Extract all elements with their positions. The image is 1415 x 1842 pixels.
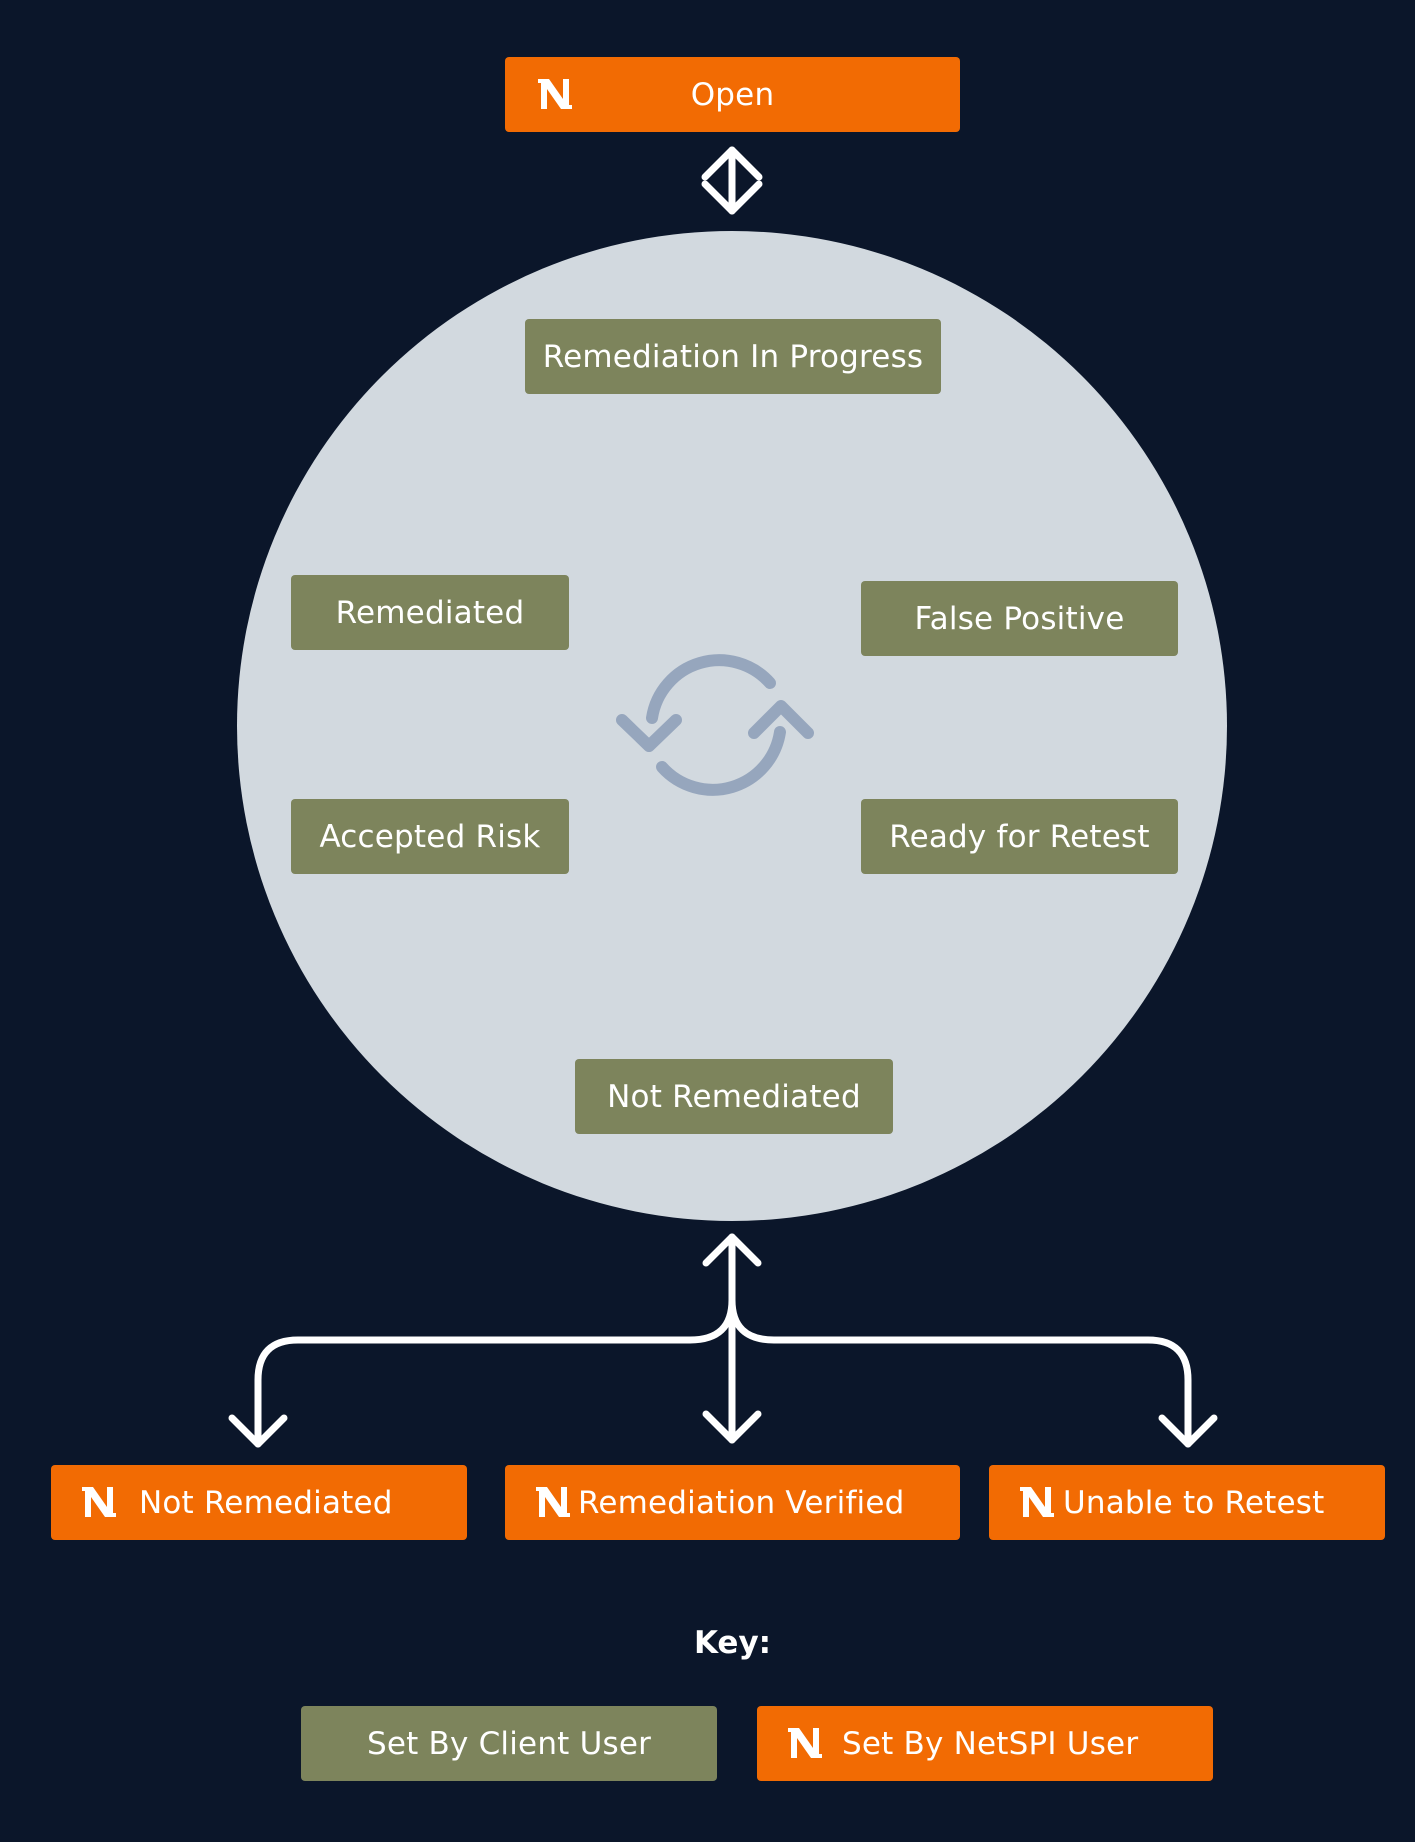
state-accepted-risk-label: Accepted Risk: [319, 818, 541, 855]
state-open-label: Open: [690, 76, 775, 113]
refresh-cycle-icon: [616, 654, 814, 796]
state-remediation-in-progress-box: Remediation In Progress: [525, 319, 941, 394]
state-open-box: Open: [505, 57, 960, 132]
key-client-box: Set By Client User: [301, 1706, 717, 1781]
netspi-logo-icon: [788, 1728, 822, 1758]
key-title: Key:: [693, 1625, 772, 1661]
state-not-remediated-client-box: Not Remediated: [575, 1059, 893, 1134]
open-cycle-double-arrow: [701, 146, 763, 215]
outcome-not-remediated-box: Not Remediated: [51, 1465, 467, 1540]
state-false-positive-label: False Positive: [914, 600, 1125, 637]
key-netspi-label: Set By NetSPI User: [842, 1725, 1139, 1762]
branch-arrow-unable-to-retest: [728, 1296, 1218, 1448]
branch-arrow-not-remediated: [228, 1296, 736, 1448]
state-remediated-label: Remediated: [335, 594, 525, 631]
key-client-label: Set By Client User: [366, 1725, 652, 1762]
netspi-logo-icon: [82, 1487, 116, 1517]
remediation-cycle-circle: [237, 231, 1227, 1221]
key-netspi-box: Set By NetSPI User: [757, 1706, 1213, 1781]
state-false-positive-box: False Positive: [861, 581, 1178, 656]
outcome-remediation-verified-box: Remediation Verified: [505, 1465, 960, 1540]
outcome-not-remediated-label: Not Remediated: [139, 1484, 393, 1521]
outcome-unable-to-retest-label: Unable to Retest: [1063, 1484, 1325, 1521]
netspi-logo-icon: [536, 1487, 570, 1517]
netspi-logo-icon: [1020, 1487, 1054, 1517]
outcome-return-arrow: [702, 1233, 762, 1444]
state-remediation-in-progress-label: Remediation In Progress: [542, 338, 924, 375]
state-accepted-risk-box: Accepted Risk: [291, 799, 569, 874]
state-not-remediated-client-label: Not Remediated: [607, 1078, 861, 1115]
netspi-logo-icon: [538, 79, 572, 109]
outcome-remediation-verified-label: Remediation Verified: [578, 1484, 905, 1521]
state-ready-for-retest-box: Ready for Retest: [861, 799, 1178, 874]
state-ready-for-retest-label: Ready for Retest: [889, 818, 1150, 855]
state-remediated-box: Remediated: [291, 575, 569, 650]
outcome-unable-to-retest-box: Unable to Retest: [989, 1465, 1385, 1540]
